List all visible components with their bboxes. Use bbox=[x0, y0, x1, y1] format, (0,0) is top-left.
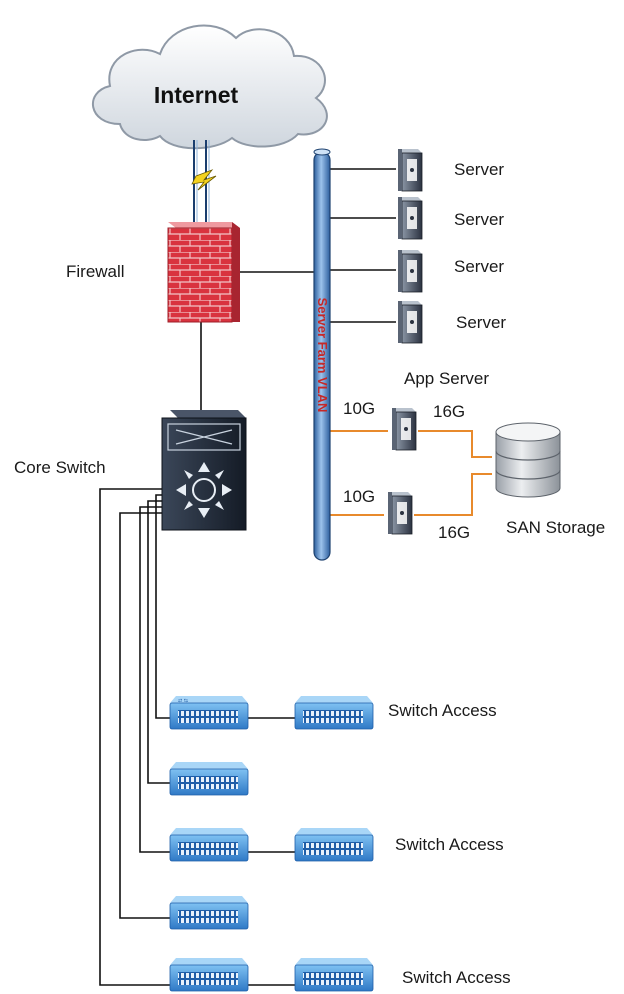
internet-label: Internet bbox=[154, 82, 239, 108]
access-switch-4 bbox=[169, 896, 249, 930]
server-1: Server bbox=[398, 149, 504, 192]
server-icon bbox=[388, 492, 413, 535]
server-icon bbox=[398, 250, 423, 293]
switch-access-label: Switch Access bbox=[388, 701, 497, 720]
vlan-label: Server Farm VLAN bbox=[315, 298, 330, 413]
switch-icon bbox=[169, 958, 249, 992]
firewall-top bbox=[168, 222, 240, 228]
switch-icon bbox=[169, 896, 249, 930]
san-storage-label: SAN Storage bbox=[506, 518, 605, 537]
link-speed-label: 16G bbox=[438, 523, 470, 542]
server-icon bbox=[398, 197, 423, 240]
switch-icon: ⇄ ⇆ bbox=[169, 696, 249, 730]
server-label: Server bbox=[454, 210, 504, 229]
server-3: Server bbox=[398, 250, 504, 293]
link-app-bottom-san bbox=[414, 473, 492, 516]
switch-access-label: Switch Access bbox=[395, 835, 504, 854]
san-storage: SAN Storage bbox=[495, 422, 605, 537]
server-icon bbox=[398, 149, 423, 192]
switch-icon bbox=[294, 696, 374, 730]
link-core-access-5 bbox=[99, 488, 180, 986]
link-speed-label: 16G bbox=[433, 402, 465, 421]
access-switch-2 bbox=[169, 762, 249, 796]
svg-text:⇄ ⇆: ⇄ ⇆ bbox=[178, 698, 188, 704]
app-server-label: App Server bbox=[404, 369, 489, 388]
link-core-access-1 bbox=[155, 494, 180, 719]
switch-access-label: Switch Access bbox=[402, 968, 511, 987]
link-core-access-3 bbox=[139, 506, 180, 853]
firewall-side bbox=[232, 222, 240, 322]
server-farm-vlan: Server Farm VLAN bbox=[313, 148, 331, 561]
app-server-top: App Server 10G 16G bbox=[343, 369, 489, 451]
access-switch-1b: Switch Access bbox=[294, 696, 497, 730]
server-icon bbox=[392, 408, 417, 451]
link-core-access-2 bbox=[147, 500, 180, 784]
switch-icon bbox=[294, 828, 374, 862]
switch-icon bbox=[294, 958, 374, 992]
app-server-bottom: 10G 16G bbox=[343, 487, 470, 542]
router-arrows-icon bbox=[176, 462, 232, 518]
lightning-icon bbox=[191, 169, 217, 191]
server-4: Server bbox=[398, 301, 506, 344]
database-icon bbox=[495, 422, 561, 498]
access-switch-3a bbox=[169, 828, 249, 862]
cloud-icon bbox=[92, 24, 328, 150]
core-switch: Core Switch bbox=[14, 410, 247, 531]
server-label: Server bbox=[454, 257, 504, 276]
internet-cloud: Internet bbox=[92, 24, 328, 150]
link-speed-label: 10G bbox=[343, 487, 375, 506]
server-label: Server bbox=[456, 313, 506, 332]
access-switch-1a: ⇄ ⇆ bbox=[169, 696, 249, 730]
firewall: Firewall bbox=[66, 222, 240, 323]
connections bbox=[99, 168, 396, 986]
link-core-access-4 bbox=[119, 512, 180, 919]
server-icon bbox=[398, 301, 423, 344]
link-app-top-san bbox=[418, 430, 492, 458]
access-switch-5a bbox=[169, 958, 249, 992]
server-2: Server bbox=[398, 197, 504, 240]
firewall-icon bbox=[167, 227, 233, 323]
firewall-label: Firewall bbox=[66, 262, 125, 281]
link-speed-label: 10G bbox=[343, 399, 375, 418]
server-label: Server bbox=[454, 160, 504, 179]
switch-icon bbox=[169, 762, 249, 796]
access-switch-5b: Switch Access bbox=[294, 958, 511, 992]
switch-icon bbox=[169, 828, 249, 862]
storage-links bbox=[330, 430, 492, 516]
core-switch-label: Core Switch bbox=[14, 458, 106, 477]
access-switch-3b: Switch Access bbox=[294, 828, 504, 862]
